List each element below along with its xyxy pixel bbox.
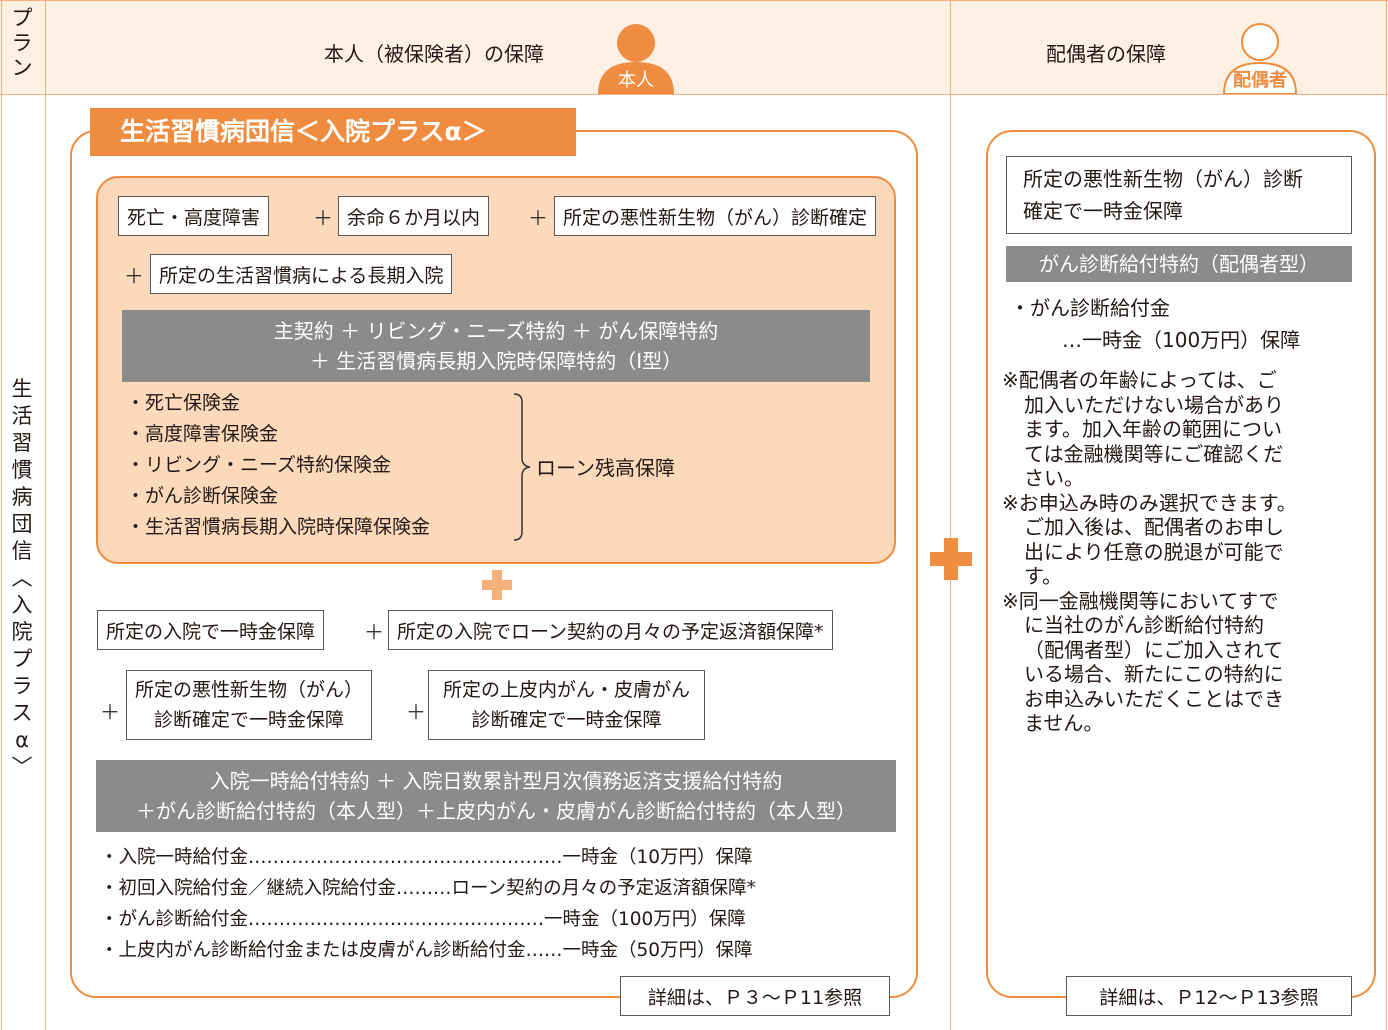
note: ※お申込み時のみ選択できます。 ご加入後は、配偶者のお申し 出により任意の脱退が… (1002, 490, 1297, 589)
condition-box: 所定の上皮内がん・皮膚がん診断確定で一時金保障 (428, 670, 706, 740)
plus-sign: ＋ (313, 206, 333, 230)
list-item: ・リビング・ニーズ特約保険金 (126, 454, 392, 476)
detail-reference: 詳細は、Ｐ３～Ｐ11参照 (620, 976, 890, 1016)
condition-box: 所定の入院でローン契約の月々の予定返済額保障* (388, 610, 833, 650)
spouse-person-icon: 配偶者 (1220, 18, 1300, 95)
condition-box: 所定の生活習慣病による長期入院 (150, 254, 453, 294)
condition-box: 所定の悪性新生物（がん）診断確定で一時金保障 (1006, 156, 1352, 234)
list-item: ・死亡保険金 (126, 392, 241, 414)
spouse-benefit-name: ・がん診断給付金 (1010, 296, 1170, 320)
grid-line (1386, 0, 1387, 1030)
self-badge: 本人 (618, 70, 654, 91)
grid-line (950, 0, 951, 1030)
loan-balance-label: ローン残高保障 (536, 456, 675, 480)
list-item: ・生活習慣病長期入院時保障保険金 (126, 516, 431, 538)
spouse-badge: 配偶者 (1233, 70, 1287, 91)
plus-sign: ＋ (364, 620, 384, 644)
spouse-coverage-title: 配偶者の保障 (1046, 42, 1166, 66)
plus-sign: ＋ (124, 264, 144, 288)
brace-icon (510, 392, 536, 542)
list-item: ・がん診断保険金 (126, 485, 279, 507)
condition-box: 死亡・高度障害 (118, 196, 270, 236)
rider-band: 入院一時給付特約 ＋ 入院日数累計型月次債務返済支援給付特約 ＋がん診断給付特約… (96, 760, 896, 832)
grid-line (0, 0, 1388, 1)
plus-sign: ＋ (406, 700, 426, 724)
benefit-list: ・死亡保険金 ・高度障害保険金 ・リビング・ニーズ特約保険金 ・がん診断保険金 … (126, 388, 430, 543)
list-item: ・上皮内がん診断給付金または皮膚がん診断給付金……一時金（50万円）保障 (100, 940, 753, 961)
condition-box: 所定の悪性新生物（がん）診断確定で一時金保障 (126, 670, 373, 740)
condition-box: 余命６か月以内 (338, 196, 490, 236)
header-row (0, 0, 1388, 94)
plan-label: プ ラ ン (11, 6, 33, 80)
spouse-rider-band: がん診断給付特約（配偶者型） (1006, 246, 1352, 282)
payout-list: ・入院一時給付金……………………………………………一時金（10万円）保障 ・初回… (100, 842, 756, 966)
condition-box: 所定の入院で一時金保障 (97, 610, 325, 650)
list-item: ・高度障害保険金 (126, 423, 279, 445)
grid-line (1, 0, 2, 1030)
list-item: ・がん診断給付金…………………………………………一時金（100万円）保障 (100, 909, 746, 930)
contract-band: 主契約 ＋ リビング・ニーズ特約 ＋ がん保障特約 ＋ 生活習慣病長期入院時保障… (122, 310, 870, 382)
spouse-notes: ※配偶者の年齢によっては、ご 加入いただけない場合があり ます。加入年齢の範囲に… (1002, 368, 1297, 736)
product-title: 生活習慣病団信＜入院プラスα＞ (90, 108, 576, 156)
list-item: ・入院一時給付金……………………………………………一時金（10万円）保障 (100, 847, 753, 868)
note: ※配偶者の年齢によっては、ご 加入いただけない場合があり ます。加入年齢の範囲に… (1002, 368, 1284, 490)
self-coverage-title: 本人（被保険者）の保障 (324, 42, 544, 66)
plus-icon (482, 570, 512, 600)
detail-reference: 詳細は、Ｐ12～Ｐ13参照 (1066, 976, 1352, 1016)
note: ※同一金融機関等においてすで に当社のがん診断給付特約 （配偶者型）にご加入され… (1002, 588, 1284, 736)
spouse-benefit-amount: …一時金（100万円）保障 (1062, 328, 1301, 352)
plus-icon (930, 538, 972, 580)
list-item: ・初回入院給付金／継続入院給付金………ローン契約の月々の予定返済額保障* (100, 878, 756, 899)
grid-line (45, 0, 46, 1030)
plus-sign: ＋ (528, 206, 548, 230)
grid-line (0, 94, 1388, 95)
condition-box: 所定の悪性新生物（がん）診断確定 (554, 196, 877, 236)
self-person-icon: 本人 (596, 18, 676, 94)
plus-sign: ＋ (100, 700, 120, 724)
